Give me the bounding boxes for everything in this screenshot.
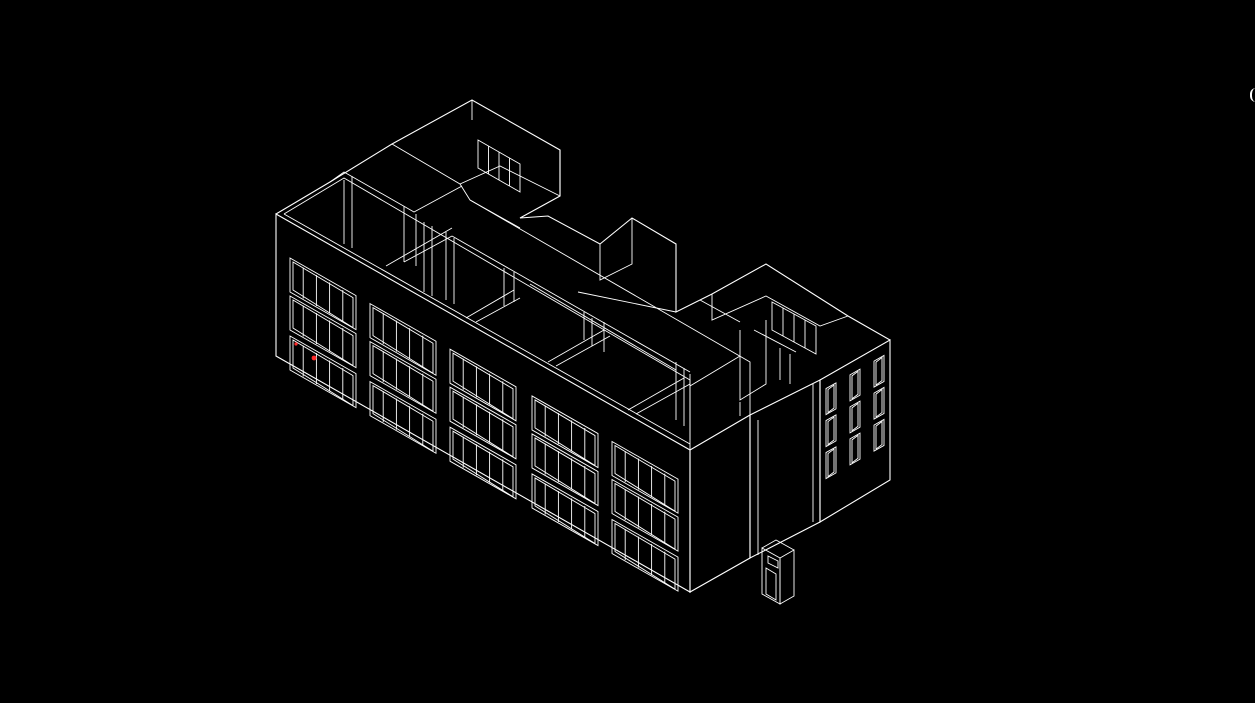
side-window-c3-r1-inner: [875, 356, 883, 387]
window-bay2-floor1: [369, 302, 437, 376]
cross-wall-8: [689, 355, 741, 387]
right-rooms-top: [711, 294, 849, 327]
corridor-edge: [459, 183, 521, 229]
window-bay5-floor1-frame: [614, 444, 676, 512]
window-bay1-floor2-frame: [292, 299, 354, 367]
left-room-top: [329, 171, 463, 213]
side-window-c3-r3: [873, 418, 885, 452]
annex-top: [761, 539, 795, 551]
window-bay3-floor2-frame: [452, 390, 514, 458]
cross-wall-2: [465, 289, 515, 319]
window-bay2-floor2-frame: [372, 344, 434, 413]
right-wing-front: [749, 379, 821, 559]
side-window-c1-r1-inner: [827, 384, 835, 414]
window-bay2-floor1-frame: [372, 306, 434, 375]
window-bay5-floor2: [611, 478, 679, 552]
corridor-wall-lower: [451, 235, 691, 373]
window-bay2-floor3-frame: [372, 384, 434, 453]
cross-wall-5: [555, 335, 611, 367]
red-marker-1: [294, 342, 298, 346]
side-window-c3-r1: [873, 354, 885, 388]
window-bay4-floor1-frame: [534, 399, 596, 467]
right-wing-side: [819, 339, 891, 523]
cross-wall-10: [753, 329, 797, 353]
roof-outline: [275, 99, 891, 341]
facade-parapet: [283, 213, 691, 445]
side-window-c3-r2-inner: [875, 388, 883, 419]
window-bay3-floor3-frame: [452, 430, 514, 498]
cross-wall-7: [635, 383, 691, 415]
cross-wall-0: [385, 227, 453, 267]
tower-rooms: [391, 143, 561, 197]
window-bay1-floor3-frame: [292, 339, 354, 407]
right-room-wall: [739, 320, 767, 401]
window-bay1-floor1: [289, 257, 357, 331]
stair-core: [577, 291, 677, 313]
main-facade: [275, 213, 691, 593]
red-marker-2: [311, 355, 317, 361]
window-bay4-floor3-frame: [534, 477, 596, 545]
side-window-c2-r3-inner: [851, 434, 859, 464]
side-window-c2-r2-inner: [851, 402, 859, 432]
annex-transom: [767, 555, 779, 569]
cross-wall-3: [475, 297, 521, 323]
window-bay2-floor3: [369, 380, 437, 454]
annex-door: [765, 567, 777, 601]
interior-walls: [283, 139, 849, 450]
edge-glyph: [1250, 88, 1255, 102]
window-bay4-floor2: [531, 433, 599, 507]
side-window-c2-r1-inner: [851, 370, 859, 400]
stair-box: [599, 218, 633, 281]
window-bay5-floor2-frame: [614, 482, 676, 550]
window-bay1-floor2: [289, 295, 357, 369]
window-bay4-floor3: [531, 473, 599, 547]
corridor-inner-line: [529, 283, 677, 371]
window-bay5-floor3: [611, 518, 679, 592]
side-windows: [825, 354, 885, 480]
tower-window: [477, 139, 521, 193]
side-window-c2-r1: [849, 368, 861, 402]
window-bay5-floor3-frame: [614, 522, 676, 590]
side-window-c1-r3: [825, 446, 837, 480]
outer-shell: [275, 99, 891, 593]
side-window-c1-r3-inner: [827, 448, 835, 478]
entrance-annex: [761, 539, 795, 605]
facade-windows: [289, 257, 679, 592]
side-window-c2-r3: [849, 432, 861, 466]
cross-wall-9: [699, 299, 741, 323]
window-bay1-floor1-frame: [292, 261, 354, 329]
side-window-c3-r2: [873, 386, 885, 420]
side-window-c3-r3-inner: [875, 420, 883, 451]
window-bay3-floor1-frame: [452, 352, 514, 420]
window-bay2-floor2: [369, 340, 437, 414]
side-window-c1-r2: [825, 414, 837, 448]
side-window-c1-r2-inner: [827, 416, 835, 446]
wing-window: [771, 301, 817, 355]
cross-wall-6: [627, 377, 685, 411]
window-bay3-floor1: [449, 348, 517, 422]
window-bay1-floor3: [289, 335, 357, 409]
window-bay3-floor3: [449, 426, 517, 500]
corridor-wall-upper: [469, 199, 751, 415]
window-bay4-floor1: [531, 395, 599, 469]
window-bay4-floor2-frame: [534, 437, 596, 505]
annex-front: [761, 547, 781, 605]
side-window-c2-r2: [849, 400, 861, 434]
main-end-face: [689, 414, 751, 593]
cross-wall-4: [547, 329, 605, 363]
annex-side: [779, 549, 795, 605]
cross-wall-1: [403, 235, 453, 263]
window-bay5-floor1: [611, 440, 679, 514]
window-bay3-floor2: [449, 386, 517, 460]
side-window-c1-r1: [825, 382, 837, 416]
red-markers: [294, 342, 317, 361]
